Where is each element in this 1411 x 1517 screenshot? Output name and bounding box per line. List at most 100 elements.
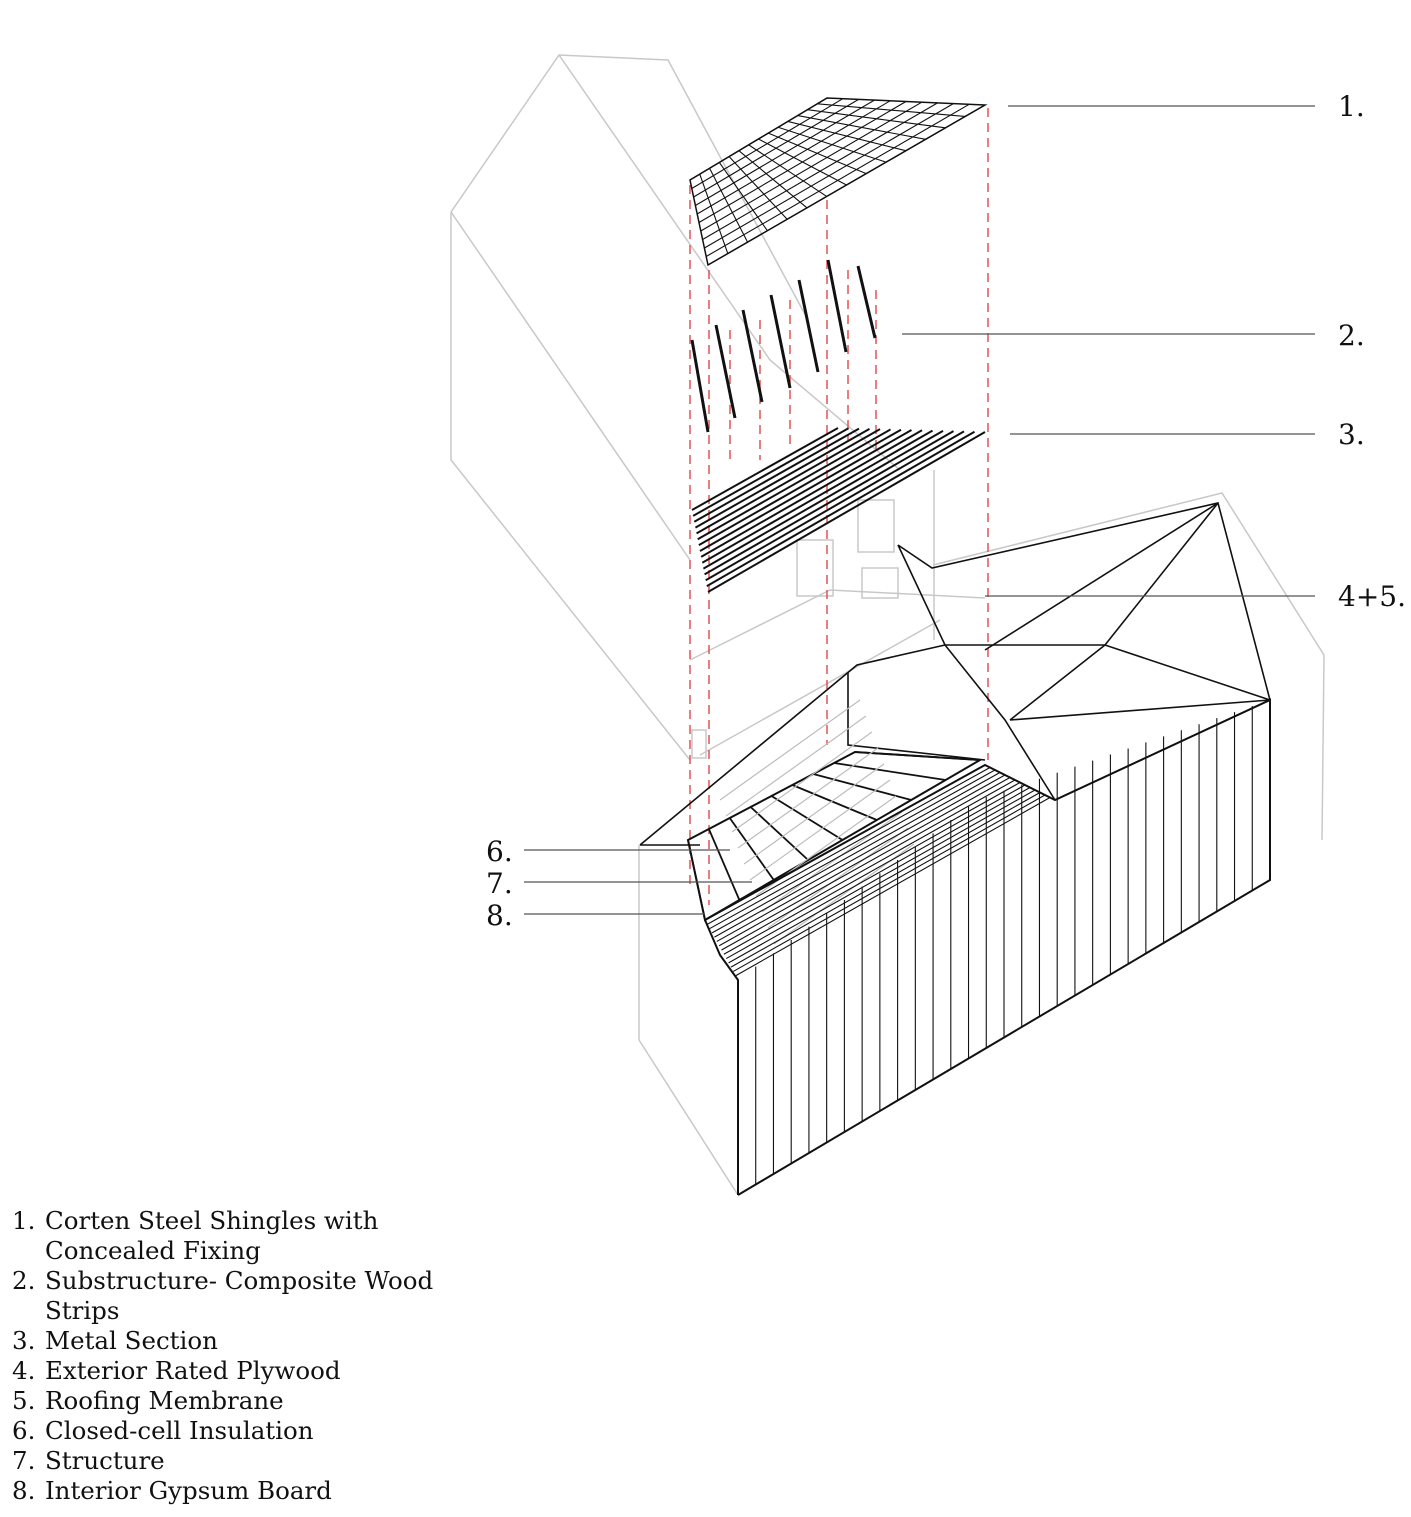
legend-number: 5. <box>12 1386 36 1415</box>
wood-strip <box>769 294 792 389</box>
wood-strip <box>741 309 764 403</box>
rafter-line <box>771 795 843 841</box>
cladding-line <box>725 787 1031 960</box>
metal-section-line <box>706 430 975 588</box>
cladding-line <box>735 797 1051 977</box>
metal-section-line <box>699 429 912 552</box>
legend-text: Metal Section <box>45 1326 218 1355</box>
cladding-line <box>714 774 1006 938</box>
legend-number: 4. <box>12 1356 36 1385</box>
metal-section-line <box>694 427 870 529</box>
callout-45-label: 4+5. <box>1338 580 1406 613</box>
rafter-line <box>854 751 981 761</box>
legend-text: Closed-cell Insulation <box>45 1416 314 1445</box>
shingle-line <box>748 144 828 197</box>
legend-item: 8. Interior Gypsum Board <box>12 1476 465 1506</box>
callout-6-label: 6. <box>486 835 513 868</box>
shingle-line <box>777 126 887 163</box>
cladding-line <box>718 779 1016 947</box>
rafter-line <box>708 828 741 901</box>
legend-item: 5.Roofing Membrane <box>12 1386 465 1416</box>
cladding-line <box>721 782 1021 951</box>
cladding-line <box>730 792 1041 968</box>
legend-text: Exterior Rated Plywood <box>45 1356 341 1385</box>
wood-strip <box>714 324 737 419</box>
callout-3-label: 3. <box>1338 418 1365 451</box>
rafter-line <box>687 839 706 921</box>
joist-line <box>761 811 903 913</box>
metal-section-line <box>691 427 839 511</box>
rafter-line <box>833 762 946 781</box>
legend-item: 6. Closed-cell Insulation <box>12 1416 465 1446</box>
cladding-line <box>707 767 991 925</box>
layer-metal-section <box>691 427 986 593</box>
legend: 1. Corten Steel Shingles with Concealed F… <box>12 1206 465 1506</box>
rafter-line <box>813 773 912 801</box>
legend-item: 4. Exterior Rated Plywood <box>12 1356 465 1386</box>
legend-item: 2. Substructure- Composite Wood Strips <box>12 1266 465 1326</box>
metal-section-line <box>696 428 881 535</box>
legend-number: 3. <box>12 1326 36 1355</box>
legend-number: 8. <box>12 1476 36 1505</box>
joist-line <box>719 699 861 801</box>
metal-section-line <box>692 427 849 517</box>
metal-section-line <box>707 431 986 593</box>
legend-number: 7. <box>12 1446 36 1475</box>
legend-text: Structure <box>45 1446 165 1475</box>
joist-line <box>737 747 879 849</box>
rafter-line <box>792 784 878 821</box>
wood-strip <box>690 339 710 433</box>
layer-shingles-panel <box>689 97 988 267</box>
shingle-line <box>817 103 966 117</box>
legend-number: 6. <box>12 1416 36 1445</box>
legend-item: 1. Corten Steel Shingles with Concealed F… <box>12 1206 465 1266</box>
legend-text: Interior Gypsum Board <box>45 1476 332 1505</box>
shingle-line <box>718 162 768 232</box>
joist-line <box>749 779 891 881</box>
joist-line <box>725 715 867 817</box>
cladding-line <box>728 789 1036 964</box>
metal-section-line <box>693 427 860 523</box>
callout-2-label: 2. <box>1338 319 1365 352</box>
metal-section-line <box>700 429 923 558</box>
rafter-line <box>750 806 809 861</box>
leader-lines <box>524 105 1315 915</box>
legend-text: Corten Steel Shingles with Concealed Fix… <box>45 1206 379 1265</box>
joist-line <box>743 763 885 865</box>
legend-item: 3. Metal Section <box>12 1326 465 1356</box>
metal-section-line <box>705 430 965 582</box>
legend-item: 7. Structure <box>12 1446 465 1476</box>
layer-wood-strips <box>690 259 877 433</box>
cladding-line <box>704 764 986 921</box>
cladding-line <box>709 769 996 930</box>
layer-plywood-membrane <box>639 502 1271 846</box>
wood-strip <box>826 259 848 353</box>
metal-section-line <box>701 429 933 564</box>
alignment-guides <box>689 108 989 905</box>
legend-number: 2. <box>12 1266 36 1295</box>
cladding-line <box>733 794 1046 972</box>
wood-strip <box>797 279 820 373</box>
clad-building-volume <box>704 698 1271 1196</box>
shingle-line <box>807 109 946 129</box>
shingle-line <box>787 120 906 152</box>
shingle-line <box>768 132 867 175</box>
shingle-line <box>758 138 847 186</box>
callout-7-label: 7. <box>486 867 513 900</box>
shingle-line <box>699 173 729 254</box>
shingle-line <box>728 156 788 220</box>
metal-section-line <box>702 429 944 570</box>
cladding-line <box>723 784 1026 955</box>
legend-text: Substructure- Composite Wood Strips <box>45 1266 434 1325</box>
callout-8-label: 8. <box>486 899 513 932</box>
wood-strip <box>856 265 877 339</box>
metal-section-line <box>698 428 902 547</box>
shingle-line <box>797 115 926 140</box>
metal-section-line <box>704 430 954 576</box>
callout-1-label: 1. <box>1338 90 1365 123</box>
legend-number: 1. <box>12 1206 36 1235</box>
shingle-line <box>709 168 749 243</box>
existing-building-outline <box>450 54 1325 1196</box>
joist-line <box>731 731 873 833</box>
